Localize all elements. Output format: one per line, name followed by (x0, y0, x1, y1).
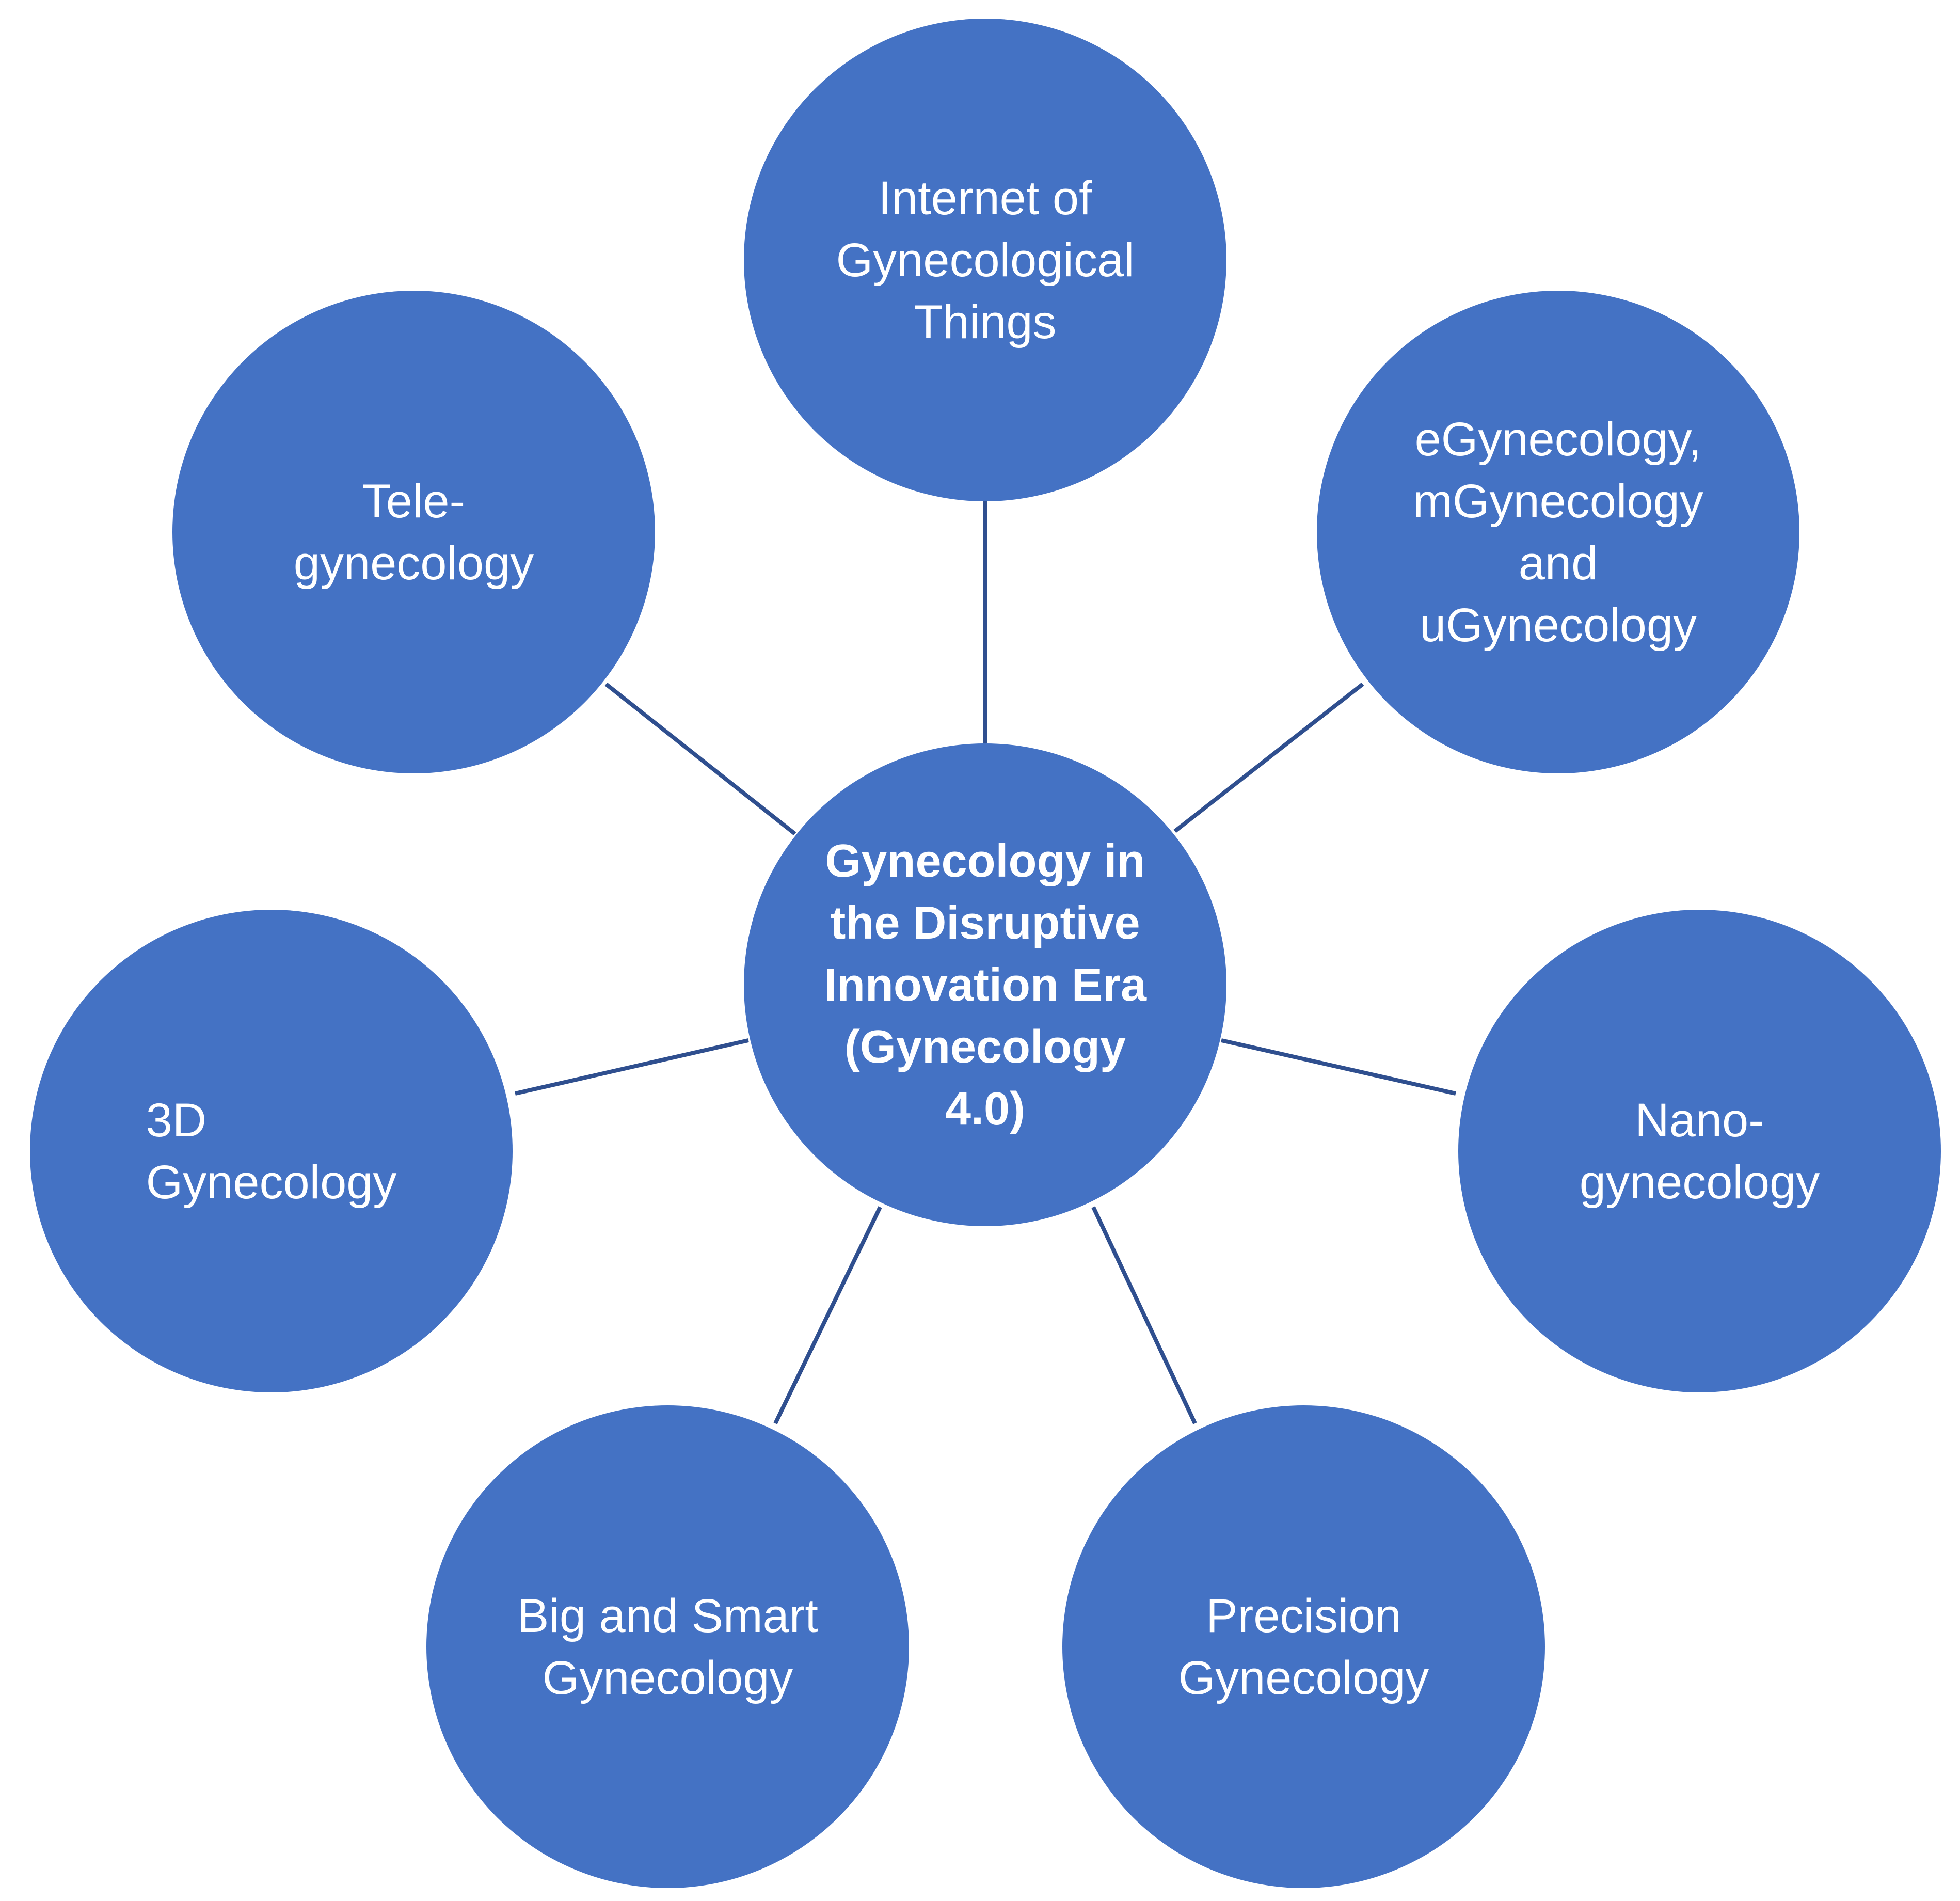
node-label: Big and Smart Gynecology (517, 1589, 818, 1704)
node-label: Tele- gynecology (293, 474, 534, 590)
node-label: 3D Gynecology (146, 1094, 397, 1209)
connector-ehealth (1173, 682, 1364, 833)
node-tele-gynecology: Tele- gynecology (172, 291, 655, 773)
connector-threed (515, 1038, 749, 1096)
node-label: eGynecology, mGynecology and uGynecology (1413, 413, 1703, 652)
center-node: Gynecology in the Disruptive Innovation … (744, 743, 1226, 1226)
connector-tele (604, 682, 796, 836)
node-3d-gynecology: 3D Gynecology (30, 910, 513, 1392)
node-internet-of-gynecological-things: Internet of Gynecological Things (744, 19, 1226, 501)
connector-precision (1091, 1206, 1197, 1424)
node-label: Precision Gynecology (1178, 1589, 1429, 1704)
connector-nano (1221, 1038, 1456, 1096)
node-nano-gynecology: Nano- gynecology (1458, 910, 1941, 1392)
node-label: Internet of Gynecological Things (836, 171, 1135, 348)
node-egynecology: eGynecology, mGynecology and uGynecology (1317, 291, 1799, 773)
center-label: Gynecology in the Disruptive Innovation … (823, 835, 1147, 1135)
node-precision-gynecology: Precision Gynecology (1062, 1405, 1545, 1888)
connector-bigsmart (773, 1206, 882, 1424)
node-label: Nano- gynecology (1579, 1094, 1820, 1209)
node-big-and-smart-gynecology: Big and Smart Gynecology (426, 1405, 909, 1888)
